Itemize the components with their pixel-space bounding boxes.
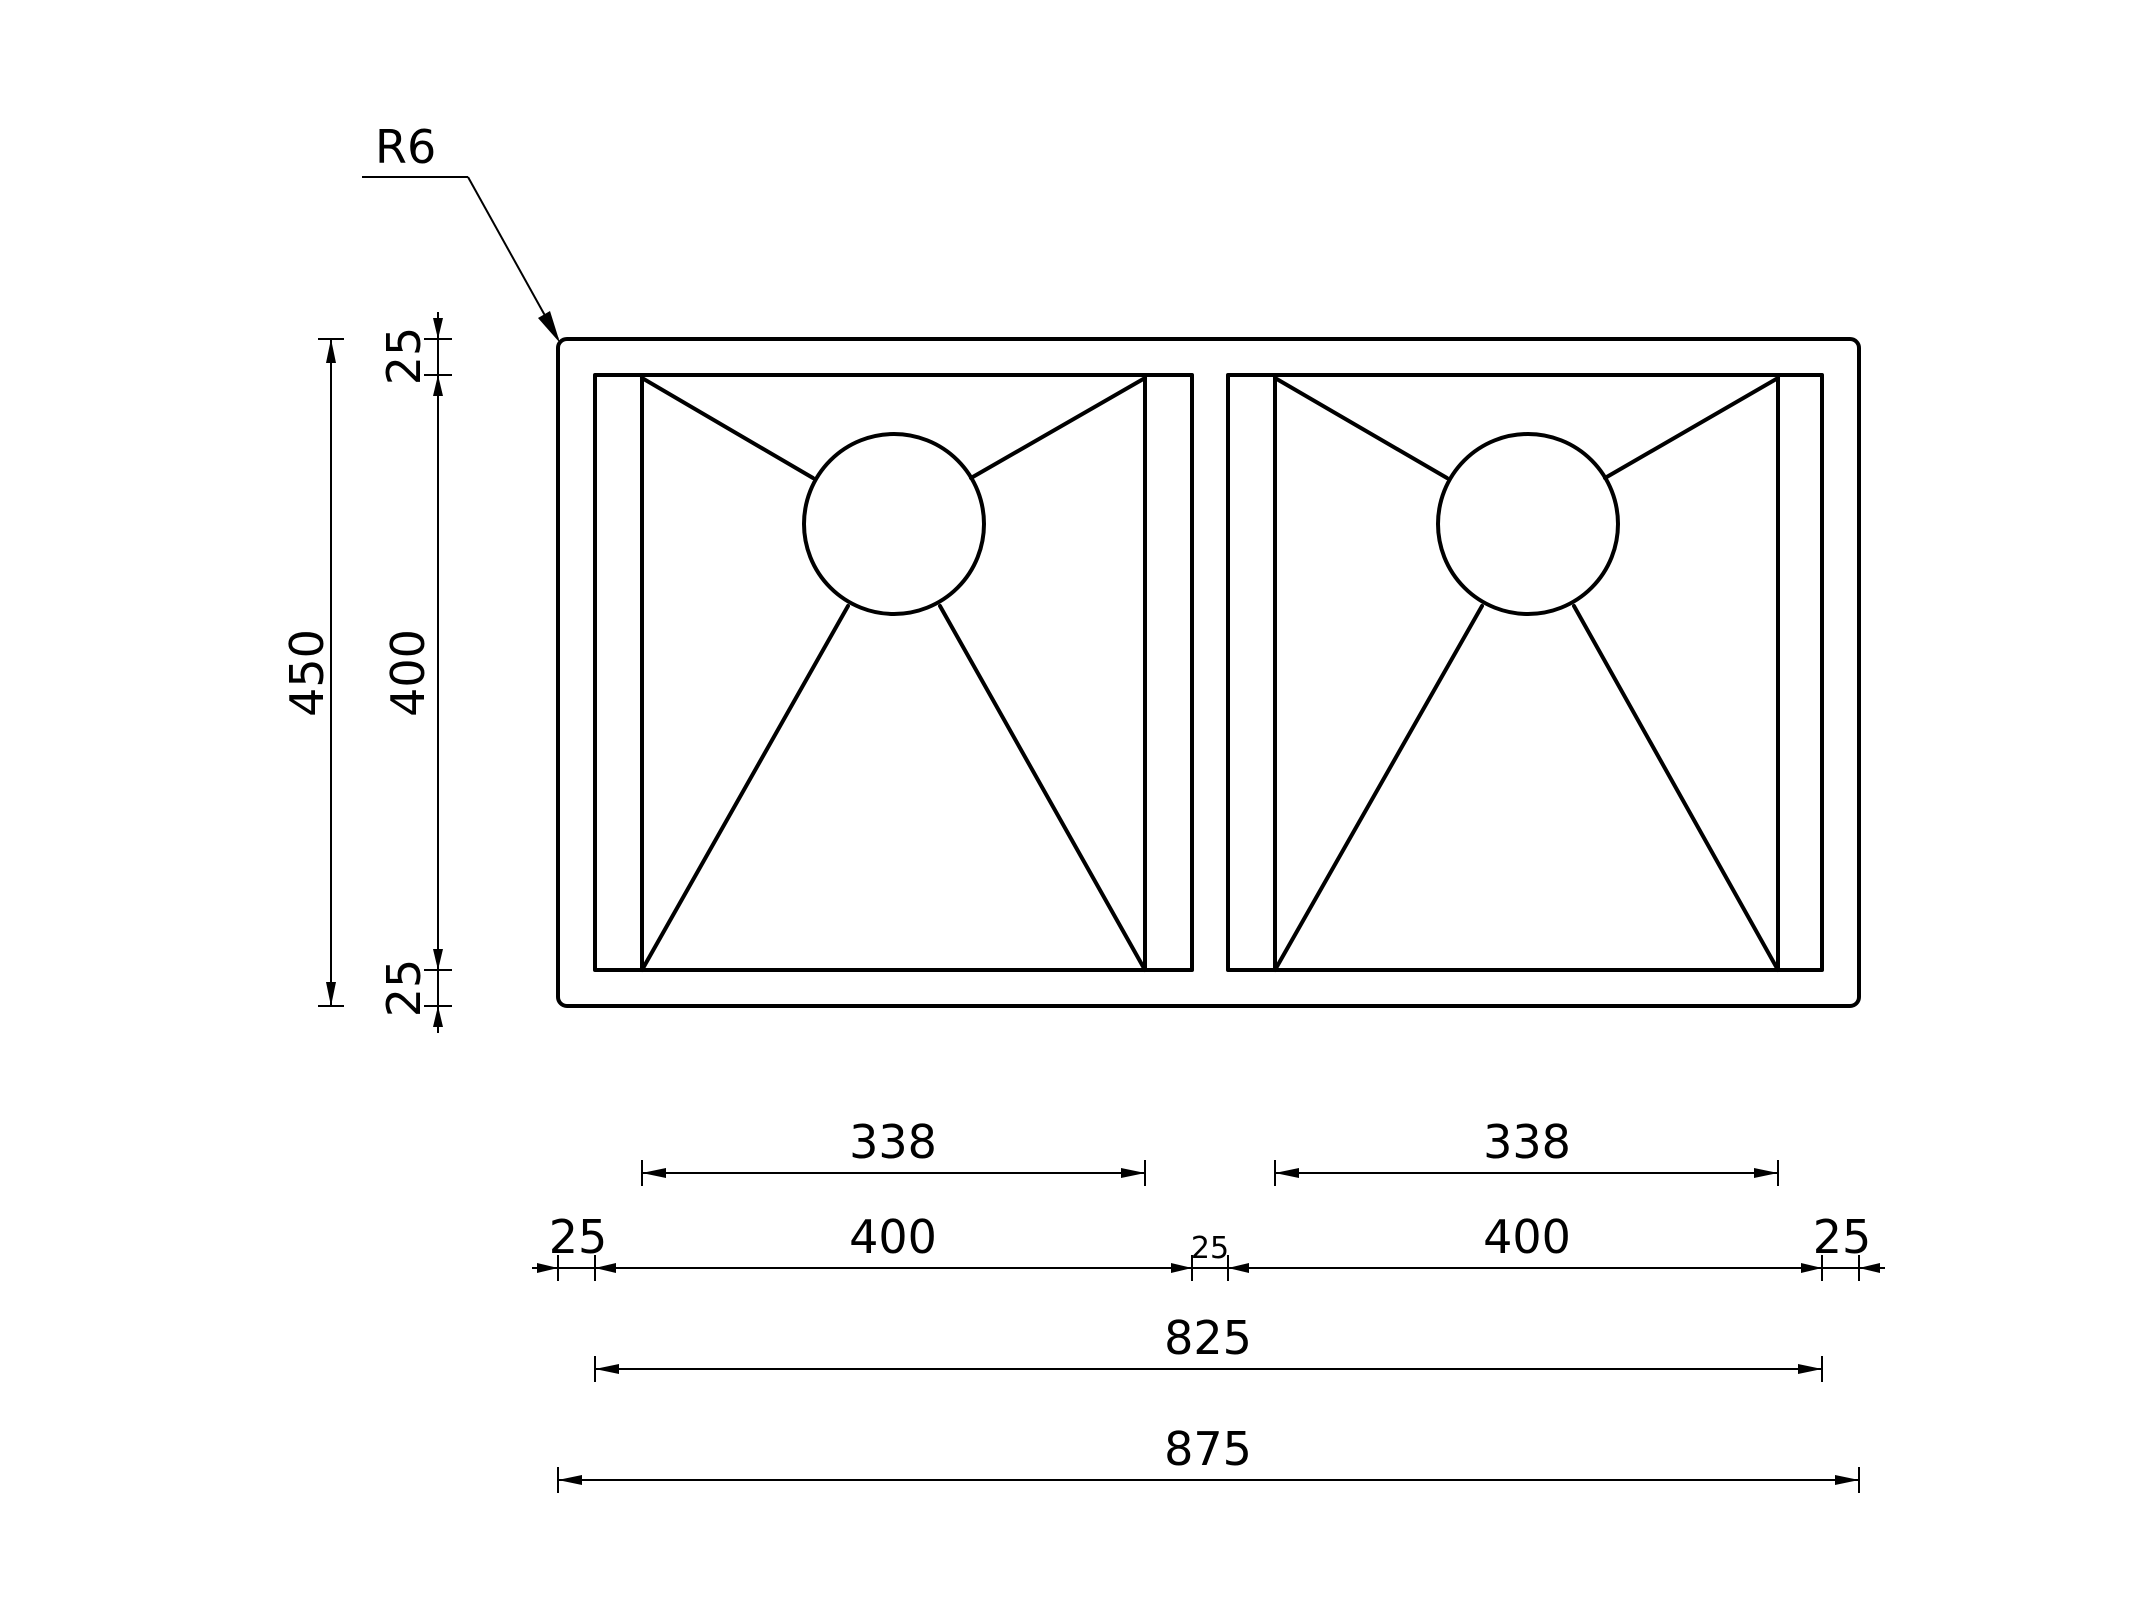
dim-875-arrow-r [1835,1475,1859,1485]
dim-v-arrow-2 [433,375,443,396]
left-slope-line-top-right [969,376,1147,480]
left-slope-line-top-left [640,376,815,480]
dim-bowl-left-label: 400 [849,1210,937,1264]
dim-450-arrow-bottom [326,982,336,1006]
dimension-depth-chain: 25 400 25 [377,312,452,1033]
dim-825-arrow-l [595,1364,619,1374]
left-bowl [593,373,1194,972]
radius-leader-arrowhead [538,311,560,343]
dim-338-right-label: 338 [1483,1115,1571,1169]
right-slope-line-top-right [1603,376,1780,480]
dim-chain-arrow-3 [1171,1263,1192,1273]
dimension-overall-width: 875 [557,1422,1860,1493]
right-drain-circle [1436,432,1620,616]
left-drain-circle [802,432,986,616]
dim-v-arrow-3 [433,949,443,970]
left-slope-line-bottom-left [640,604,850,972]
right-slope-line-bottom-right [1572,604,1780,972]
dim-450-label: 450 [280,629,334,717]
left-bowl-outline [593,373,1194,972]
dimension-inner-total: 825 [594,1311,1823,1382]
dimension-right-floor: 338 [1274,1115,1779,1186]
dim-825-label: 825 [1164,1311,1252,1365]
dim-v-arrow-4 [433,1006,443,1027]
dimension-width-chain: 25 400 25 400 25 [532,1210,1885,1281]
left-slope-line-bottom-right [938,604,1147,972]
dim-edge-right-label: 25 [1813,1210,1872,1264]
dim-chain-arrow-2 [595,1263,616,1273]
dim-338-right-arrow-r [1754,1168,1778,1178]
right-slope-line-bottom-left [1273,604,1484,972]
right-bowl [1226,373,1824,972]
dim-bowl-right-label: 400 [1483,1210,1571,1264]
dim-338-left-arrow-r [1121,1168,1145,1178]
dim-338-left-label: 338 [849,1115,937,1169]
dim-825-arrow-r [1798,1364,1822,1374]
radius-label: R6 [375,120,436,174]
dimension-left-floor: 338 [641,1115,1146,1186]
dim-chain-arrow-5 [1801,1263,1822,1273]
radius-callout: R6 [362,120,560,343]
dim-edge-left-label: 25 [549,1210,608,1264]
dim-edge-bottom-label: 25 [377,959,431,1018]
dim-338-right-arrow-l [1275,1168,1299,1178]
dimension-overall-depth: 450 [280,338,344,1007]
dim-chain-arrow-6 [1859,1263,1880,1273]
right-bowl-outline [1226,373,1824,972]
dim-bowl-depth-label: 400 [381,629,435,717]
dim-chain-arrow-1 [537,1263,558,1273]
radius-leader-line [467,176,559,340]
dim-875-label: 875 [1164,1422,1252,1476]
dim-divider-label: 25 [1191,1231,1229,1266]
dim-875-arrow-l [558,1475,582,1485]
sink-outer-outline [556,337,1861,1008]
dim-338-left-arrow-l [642,1168,666,1178]
dim-edge-top-label: 25 [377,327,431,386]
dim-450-arrow-top [326,339,336,363]
right-slope-line-top-left [1273,376,1449,480]
dim-v-arrow-1 [433,318,443,339]
dim-chain-arrow-4 [1228,1263,1249,1273]
